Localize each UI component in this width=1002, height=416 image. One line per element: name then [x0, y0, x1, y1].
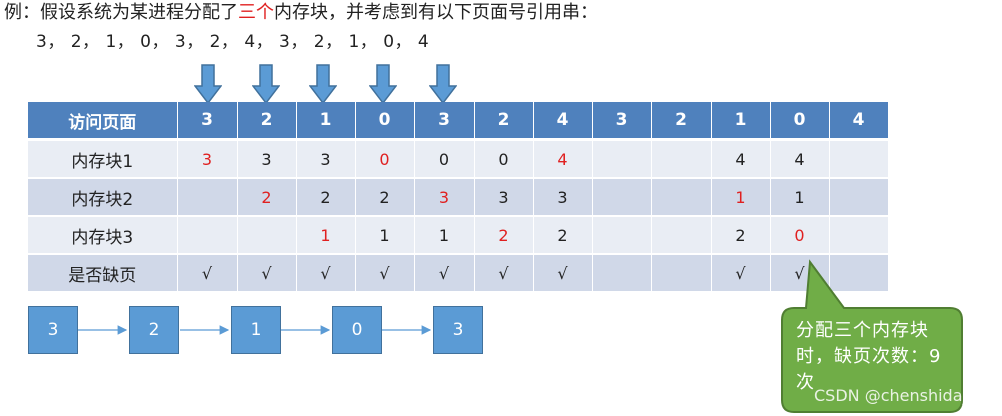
table-cell: 2 [533, 216, 593, 255]
page-cell: 3 [592, 102, 652, 141]
table-cell: 1 [355, 216, 415, 255]
table-cell: 2 [355, 178, 415, 217]
table-cell: 0 [770, 216, 830, 255]
header-row: 访问页面 3 2 1 0 3 2 4 3 2 1 0 4 [28, 102, 889, 141]
header-label: 访问页面 [28, 102, 178, 141]
table-cell [592, 178, 652, 217]
page-cell: 1 [711, 102, 771, 141]
table-cell [651, 178, 712, 217]
table-cell [177, 178, 238, 217]
fault-mark: √ [711, 254, 771, 293]
fault-mark: √ [474, 254, 534, 293]
intro-suffix: 内存块，并考虑到有以下页面号引用串： [274, 2, 598, 23]
table-cell [651, 139, 712, 179]
table-cell [651, 216, 712, 255]
page-cell: 4 [533, 102, 593, 141]
table-cell: 3 [474, 178, 534, 217]
chain-connectors [78, 325, 432, 335]
page-cell: 0 [355, 102, 415, 141]
page-cell: 4 [829, 102, 889, 141]
fault-mark: √ [237, 254, 297, 293]
fault-mark [829, 254, 889, 293]
table-row: 内存块3 1 1 1 2 2 2 0 [28, 216, 889, 255]
table-cell [177, 216, 238, 255]
row-label: 内存块1 [28, 139, 178, 179]
table-row: 内存块2 2 2 2 3 3 3 1 1 [28, 178, 889, 217]
table-row: 是否缺页 √ √ √ √ √ √ √ √ √ [28, 254, 889, 293]
down-arrow-icon [194, 64, 222, 104]
fault-mark [651, 254, 712, 293]
down-arrow-icon [429, 64, 457, 104]
table-cell: 4 [770, 139, 830, 179]
table-cell [592, 216, 652, 255]
reference-sequence: 3， 2， 1， 0， 3， 2， 4， 3， 2， 1， 0， 4 [36, 32, 430, 52]
page-cell: 3 [177, 102, 238, 141]
chain-box: 1 [231, 306, 281, 354]
table-cell: 3 [296, 139, 356, 179]
page-cell: 1 [296, 102, 356, 141]
down-arrow-icon [369, 64, 397, 104]
table-cell: 3 [237, 139, 297, 179]
chain-box: 3 [28, 306, 78, 354]
page-chain: 3 2 1 0 3 [28, 306, 488, 358]
row-label: 是否缺页 [28, 254, 178, 293]
table-cell: 2 [711, 216, 771, 255]
callout-bubble [781, 259, 963, 413]
table-cell: 2 [296, 178, 356, 217]
fault-mark: √ [296, 254, 356, 293]
table-cell [237, 216, 297, 255]
page-cell: 2 [237, 102, 297, 141]
table-cell [829, 178, 889, 217]
page-cell: 3 [414, 102, 475, 141]
page-cell: 0 [770, 102, 830, 141]
table-cell: 0 [414, 139, 475, 179]
fault-mark: √ [414, 254, 475, 293]
page-cell: 2 [474, 102, 534, 141]
chain-box: 3 [433, 306, 483, 354]
intro-highlight: 三个 [238, 2, 274, 23]
table-cell: 1 [770, 178, 830, 217]
page-replacement-table: 访问页面 3 2 1 0 3 2 4 3 2 1 0 4 内存块1 3 3 3 … [28, 102, 889, 293]
fault-mark: √ [355, 254, 415, 293]
row-label: 内存块2 [28, 178, 178, 217]
table-cell: 1 [296, 216, 356, 255]
watermark: CSDN @chenshida_ [814, 386, 971, 405]
table-cell [829, 216, 889, 255]
down-arrow-icon [309, 64, 337, 104]
table-cell: 0 [474, 139, 534, 179]
intro-text: 例：假设系统为某进程分配了三个内存块，并考虑到有以下页面号引用串： [4, 0, 598, 26]
table-cell: 1 [414, 216, 475, 255]
table-row: 内存块1 3 3 3 0 0 0 4 4 4 [28, 139, 889, 179]
table-cell: 2 [474, 216, 534, 255]
table-cell: 2 [237, 178, 297, 217]
fault-mark: √ [533, 254, 593, 293]
table-cell [829, 139, 889, 179]
row-label: 内存块3 [28, 216, 178, 255]
table-cell: 3 [177, 139, 238, 179]
chain-box: 2 [129, 306, 179, 354]
table-cell: 3 [414, 178, 475, 217]
fault-mark: √ [177, 254, 238, 293]
table-cell: 4 [711, 139, 771, 179]
fault-mark [592, 254, 652, 293]
callout-text: 分配三个内存块时，缺页次数：9次 [796, 320, 942, 393]
table-cell: 1 [711, 178, 771, 217]
page-cell: 2 [651, 102, 712, 141]
table-cell: 4 [533, 139, 593, 179]
intro-prefix: 例：假设系统为某进程分配了 [4, 2, 238, 23]
table-cell [592, 139, 652, 179]
table-cell: 0 [355, 139, 415, 179]
chain-box: 0 [332, 306, 382, 354]
down-arrow-icon [252, 64, 280, 104]
table-cell: 3 [533, 178, 593, 217]
